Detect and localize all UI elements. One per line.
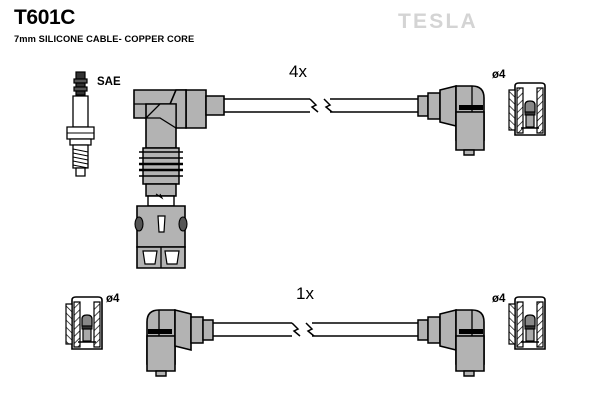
cable-top xyxy=(224,98,418,113)
coil-connector-left-bottom xyxy=(146,308,214,377)
diameter-label-top-right: ø4 xyxy=(492,69,506,81)
diameter-label-bottom-left: ø4 xyxy=(106,293,120,305)
spark-plug-boot-left-top xyxy=(133,89,225,269)
sae-label: SAE xyxy=(97,76,121,88)
page-subtitle: 7mm SILICONE CABLE- COPPER CORE xyxy=(14,34,194,44)
diameter-label-bottom-right: ø4 xyxy=(492,293,506,305)
terminal-cross-section-bottom-right xyxy=(508,296,546,350)
brand-logo: TESLA xyxy=(398,10,478,33)
distributor-connector-right-bottom xyxy=(417,308,485,377)
spark-plug-figure xyxy=(66,71,95,177)
page-title: T601C xyxy=(14,6,75,29)
distributor-connector-right-top xyxy=(417,84,485,156)
quantity-label-bottom: 1x xyxy=(296,284,314,303)
quantity-label-top: 4x xyxy=(289,62,307,81)
cable-bottom xyxy=(213,322,418,337)
terminal-cross-section-bottom-left xyxy=(65,296,103,350)
terminal-cross-section-top-right xyxy=(508,82,546,136)
